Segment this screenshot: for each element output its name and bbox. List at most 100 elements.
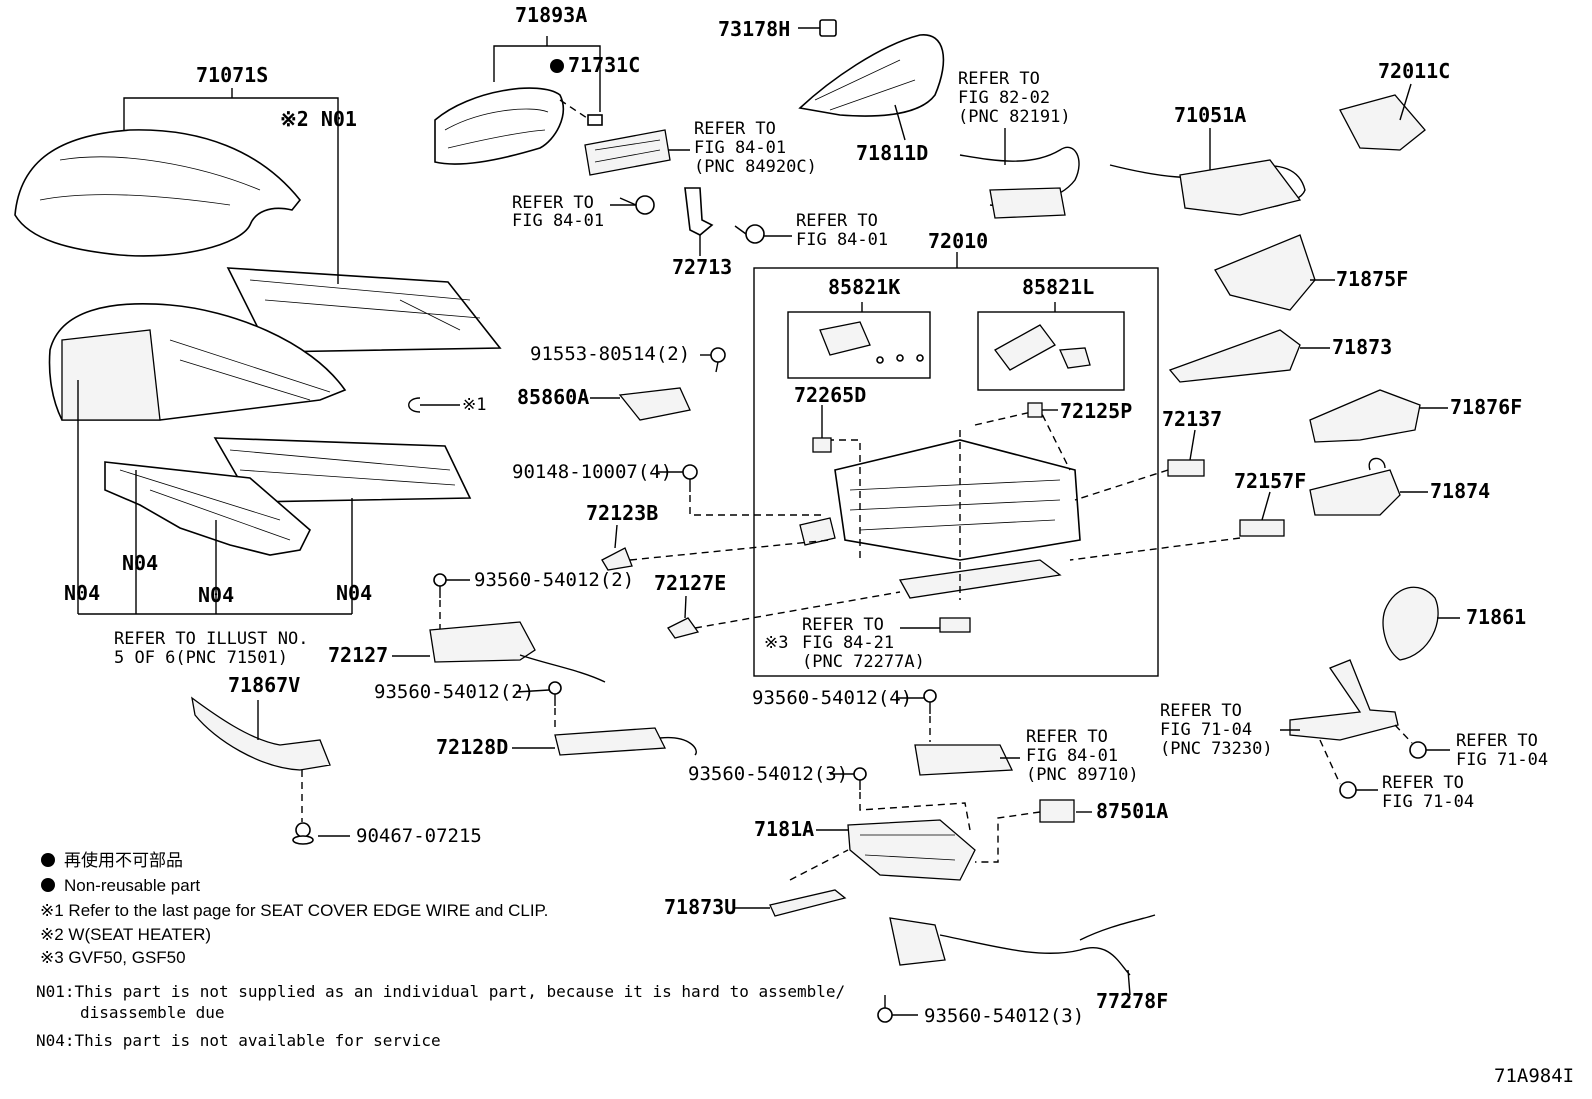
bracket-71873U bbox=[769, 889, 847, 917]
legend-n04: N04:This part is not available for servi… bbox=[36, 1031, 441, 1050]
svg-text:REFER TO: REFER TO bbox=[802, 615, 884, 635]
label-85860A: 85860A bbox=[517, 385, 589, 409]
label-85821L: 85821L bbox=[1022, 275, 1094, 299]
refer-84-01-a: REFER TO FIG 84-01 bbox=[512, 193, 604, 231]
svg-text:FIG 84-01: FIG 84-01 bbox=[796, 230, 888, 250]
bracket-71873 bbox=[1168, 329, 1301, 383]
label-N04-3: N04 bbox=[198, 583, 234, 607]
refer-71-04-b: REFER TO FIG 71-04 bbox=[1382, 773, 1474, 812]
refer-89710: REFER TO FIG 84-01 (PNC 89710) bbox=[1026, 727, 1139, 785]
label-90467: 90467-07215 bbox=[356, 825, 482, 847]
svg-text:REFER TO: REFER TO bbox=[1382, 773, 1464, 793]
recliner-73230 bbox=[1289, 659, 1399, 741]
svg-text:REFER TO: REFER TO bbox=[796, 211, 878, 231]
svg-text:FIG 71-04: FIG 71-04 bbox=[1382, 792, 1474, 812]
label-72157F: 72157F bbox=[1234, 469, 1306, 493]
label-73178H: 73178H bbox=[718, 17, 790, 41]
label-71873U: 71873U bbox=[664, 895, 736, 919]
svg-text:FIG 71-04: FIG 71-04 bbox=[1160, 720, 1252, 740]
bracket-71876F bbox=[1309, 389, 1421, 443]
legend-dot bbox=[41, 853, 55, 867]
svg-text:FIG 82-02: FIG 82-02 bbox=[958, 88, 1050, 108]
label-93560-a: 93560-54012(2) bbox=[474, 569, 634, 591]
label-71876F: 71876F bbox=[1450, 395, 1522, 419]
label-87501A: 87501A bbox=[1096, 799, 1168, 823]
legend-en: Non-reusable part bbox=[64, 876, 200, 895]
trim-71811D bbox=[798, 34, 945, 117]
cushion-frame-pad bbox=[104, 461, 311, 556]
refer-72277A: REFER TO ※3 FIG 84-21 (PNC 72277A) bbox=[764, 615, 925, 672]
figure-id: 71A984I bbox=[1494, 1065, 1574, 1087]
label-N04-1: N04 bbox=[122, 551, 158, 575]
svg-text:※3: ※3 bbox=[764, 633, 788, 653]
label-71861: 71861 bbox=[1466, 605, 1526, 629]
nonreusable-dot bbox=[550, 59, 564, 73]
nut-icon bbox=[1409, 741, 1427, 759]
label-90148: 90148-10007(4) bbox=[512, 461, 672, 483]
refer-84-01-b: REFER TO FIG 84-01 bbox=[796, 211, 888, 250]
clip-90467 bbox=[292, 822, 314, 845]
legend-note2: ※2 W(SEAT HEATER) bbox=[40, 925, 211, 944]
label-93560-d: 93560-54012(3) bbox=[688, 763, 848, 785]
harness-82191 bbox=[959, 146, 1080, 219]
shell-71893A bbox=[434, 87, 565, 165]
svg-text:FIG 84-01: FIG 84-01 bbox=[512, 211, 604, 231]
cover-71861 bbox=[1382, 586, 1439, 661]
svg-text:(PNC 73230): (PNC 73230) bbox=[1160, 739, 1273, 759]
svg-text:FIG 84-01: FIG 84-01 bbox=[694, 138, 786, 158]
cover-72011C bbox=[1339, 94, 1426, 151]
label-77278F: 77278F bbox=[1096, 989, 1168, 1013]
legend-note3: ※3 GVF50, GSF50 bbox=[40, 948, 186, 967]
label-N04-2: N04 bbox=[64, 581, 100, 605]
label-72265D: 72265D bbox=[794, 383, 866, 407]
bracket-72125P bbox=[1027, 402, 1043, 418]
bracket-7181A bbox=[847, 819, 976, 881]
svg-text:(PNC 84920C): (PNC 84920C) bbox=[694, 157, 817, 177]
legend: 再使用不可部品 Non-reusable part ※1 Refer to th… bbox=[36, 850, 845, 1050]
module-89710 bbox=[914, 744, 1014, 776]
bracket-72265D bbox=[812, 437, 832, 453]
svg-text:REFER TO: REFER TO bbox=[1456, 731, 1538, 751]
bracket-72157F bbox=[1239, 519, 1285, 537]
label-93560-c: 93560-54012(4) bbox=[752, 687, 912, 709]
svg-text:REFER TO: REFER TO bbox=[512, 193, 594, 213]
svg-text:FIG 84-01: FIG 84-01 bbox=[1026, 746, 1118, 766]
bolt-93560-c bbox=[923, 689, 937, 714]
label-72127: 72127 bbox=[328, 643, 388, 667]
seat-cover-71071S bbox=[14, 129, 302, 257]
bracket-72713 bbox=[684, 187, 714, 236]
bolt-93560-e bbox=[877, 995, 893, 1023]
legend-n01: N01:This part is not supplied as an indi… bbox=[36, 982, 845, 1001]
legend-jp: 再使用不可部品 bbox=[64, 850, 183, 870]
trim-71867V bbox=[191, 696, 331, 771]
refer-71501: REFER TO ILLUST NO. 5 OF 6(PNC 71501) bbox=[114, 629, 308, 668]
label-72125P: 72125P bbox=[1060, 399, 1132, 423]
legend-note1: ※1 Refer to the last page for SEAT COVER… bbox=[40, 901, 548, 920]
label-71811D: 71811D bbox=[856, 141, 928, 165]
svg-text:FIG 71-04: FIG 71-04 bbox=[1456, 750, 1548, 770]
bracket-72137 bbox=[1167, 459, 1205, 477]
label-71867V: 71867V bbox=[228, 673, 300, 697]
svg-text:REFER TO ILLUST NO.: REFER TO ILLUST NO. bbox=[114, 629, 308, 649]
svg-text:5 OF 6(PNC 71501): 5 OF 6(PNC 71501) bbox=[114, 648, 288, 668]
motor-85821K bbox=[819, 321, 924, 364]
part-72277A bbox=[939, 617, 971, 633]
label-72137: 72137 bbox=[1162, 407, 1222, 431]
bolt-93560-a bbox=[433, 573, 447, 598]
assembly-box-72010 bbox=[753, 267, 1159, 677]
label-72128D: 72128D bbox=[436, 735, 508, 759]
svg-text:REFER TO: REFER TO bbox=[694, 119, 776, 139]
label-71875F: 71875F bbox=[1336, 267, 1408, 291]
seat-adjuster-frame bbox=[799, 439, 1081, 599]
frame-71051A bbox=[1109, 159, 1306, 216]
harness-77278F bbox=[889, 914, 1156, 976]
refer-84920C: REFER TO FIG 84-01 (PNC 84920C) bbox=[694, 119, 817, 177]
motor-85821L bbox=[994, 324, 1091, 371]
airbag-72128D bbox=[554, 727, 697, 756]
label-72011C: 72011C bbox=[1378, 59, 1450, 83]
svg-text:(PNC 72277A): (PNC 72277A) bbox=[802, 652, 925, 672]
airbag-72127 bbox=[429, 621, 606, 683]
refer-73230: REFER TO FIG 71-04 (PNC 73230) bbox=[1160, 701, 1273, 759]
bolt-93560-b bbox=[548, 681, 562, 706]
